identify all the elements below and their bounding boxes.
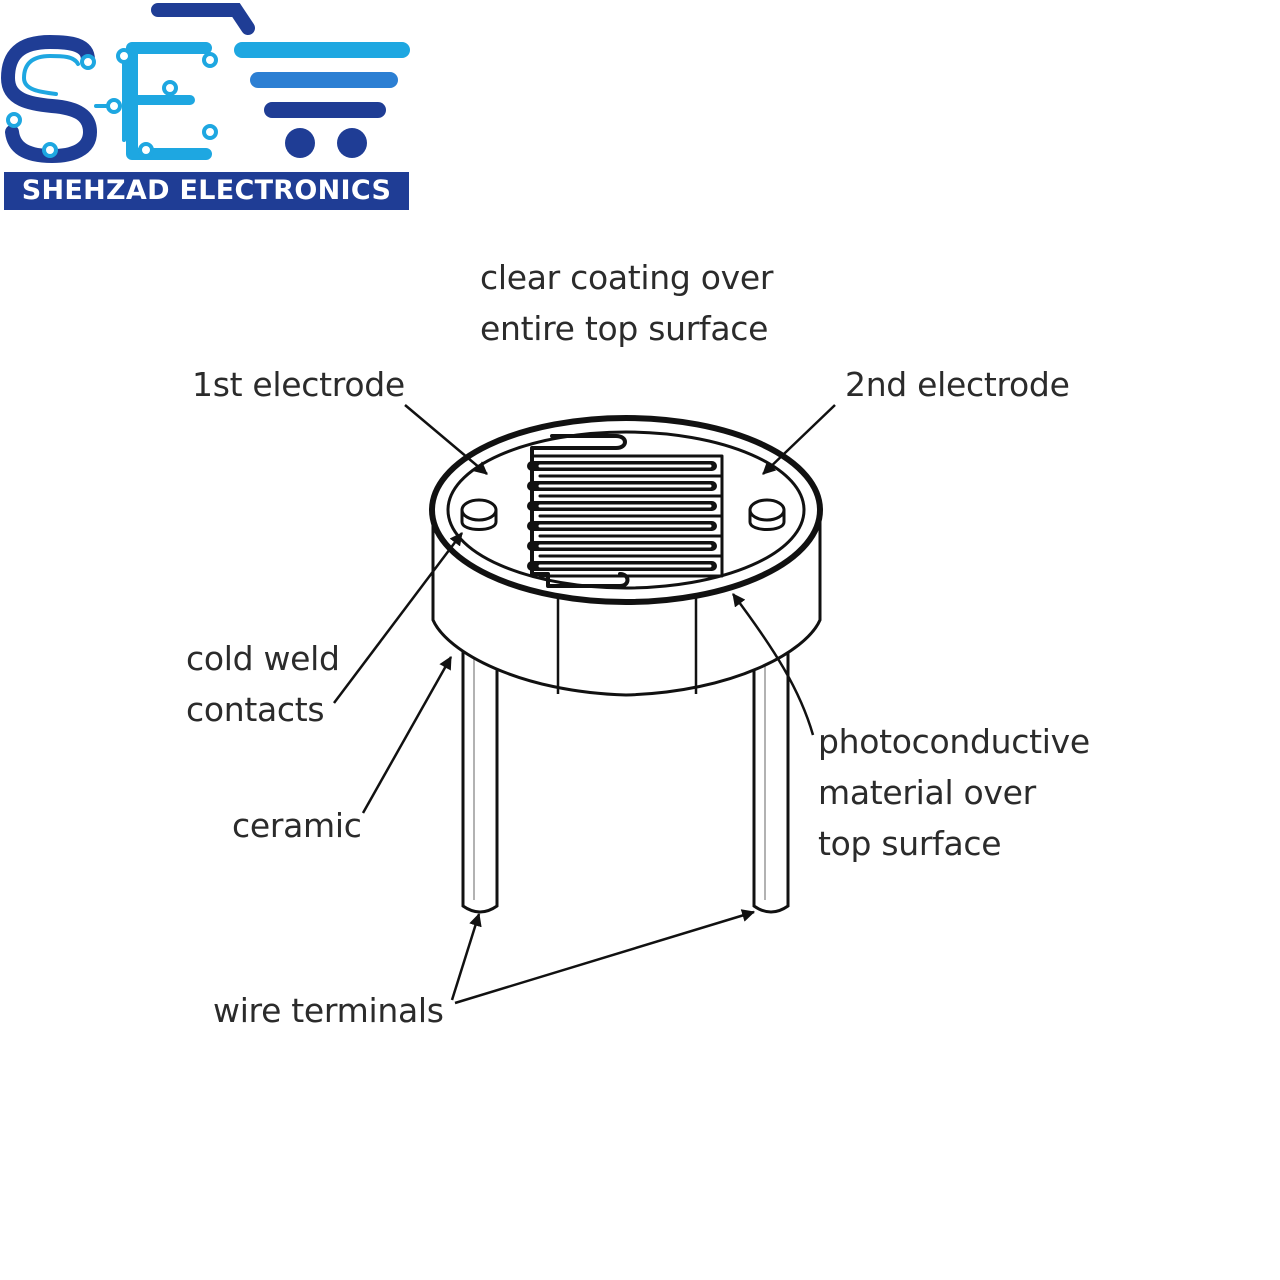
arrow-cold-weld — [333, 532, 463, 704]
label-wire-terminals: wire terminals — [213, 991, 444, 1030]
first-electrode-pad — [460, 498, 498, 531]
wire-terminal-left — [461, 640, 499, 914]
arrow-ceramic — [361, 656, 453, 814]
clear-coating-boundary — [446, 430, 806, 590]
photoconductive-pattern — [527, 434, 724, 588]
arrow-wire-left — [450, 912, 482, 1001]
logo-letter-s — [1, 35, 122, 163]
label-second-electrode: 2nd electrode — [845, 365, 1070, 404]
wire-terminal-right — [752, 640, 790, 914]
label-ceramic: ceramic — [232, 806, 362, 845]
label-cold-weld-contacts: cold weld contacts — [186, 639, 340, 729]
leader-arrows — [333, 404, 836, 1005]
label-clear-coating: clear coating over entire top surface — [480, 258, 774, 348]
second-electrode-pad — [748, 498, 786, 531]
logo-letter-e — [116, 42, 218, 160]
brand-name-banner: SHEHZAD ELECTRONICS — [4, 172, 409, 210]
arrow-second-electrode — [762, 404, 836, 475]
arrow-first-electrode — [404, 404, 488, 475]
arrow-photoconductive — [731, 593, 815, 736]
ceramic-front-flat — [556, 598, 698, 694]
shopping-cart-icon — [151, 2, 410, 158]
label-first-electrode: 1st electrode — [192, 365, 405, 404]
brand-logo — [1, 2, 410, 163]
arrow-wire-right — [454, 909, 756, 1005]
label-photoconductive-material: photoconductive material over top surfac… — [818, 722, 1090, 863]
